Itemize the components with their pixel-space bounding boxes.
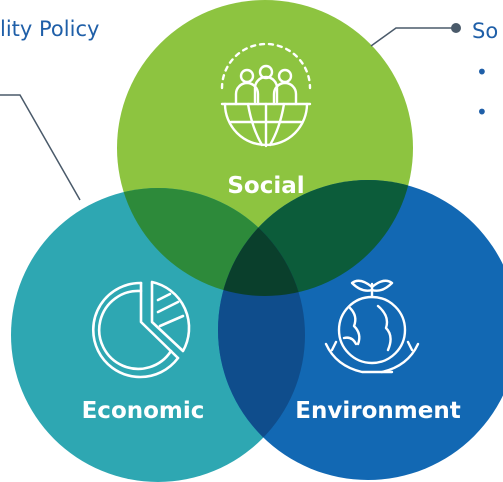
callout-bullet: • (476, 100, 488, 124)
callout-top-right-title: So (472, 19, 498, 43)
callout-bullet: • (476, 60, 488, 84)
callout-line-left (0, 94, 81, 201)
environment-label: Environment (295, 398, 460, 424)
community-globe-icon (220, 42, 312, 148)
callout-top-left-text: lity Policy (0, 17, 99, 41)
pie-chart-icon (91, 280, 191, 379)
social-label: Social (227, 173, 304, 199)
callout-line-right (370, 27, 452, 47)
callout-dot (451, 23, 461, 33)
economic-label: Economic (82, 398, 205, 424)
earth-in-hands-icon (324, 279, 420, 374)
social-environment-overlap (218, 180, 413, 296)
social-economic-overlap (117, 188, 305, 296)
